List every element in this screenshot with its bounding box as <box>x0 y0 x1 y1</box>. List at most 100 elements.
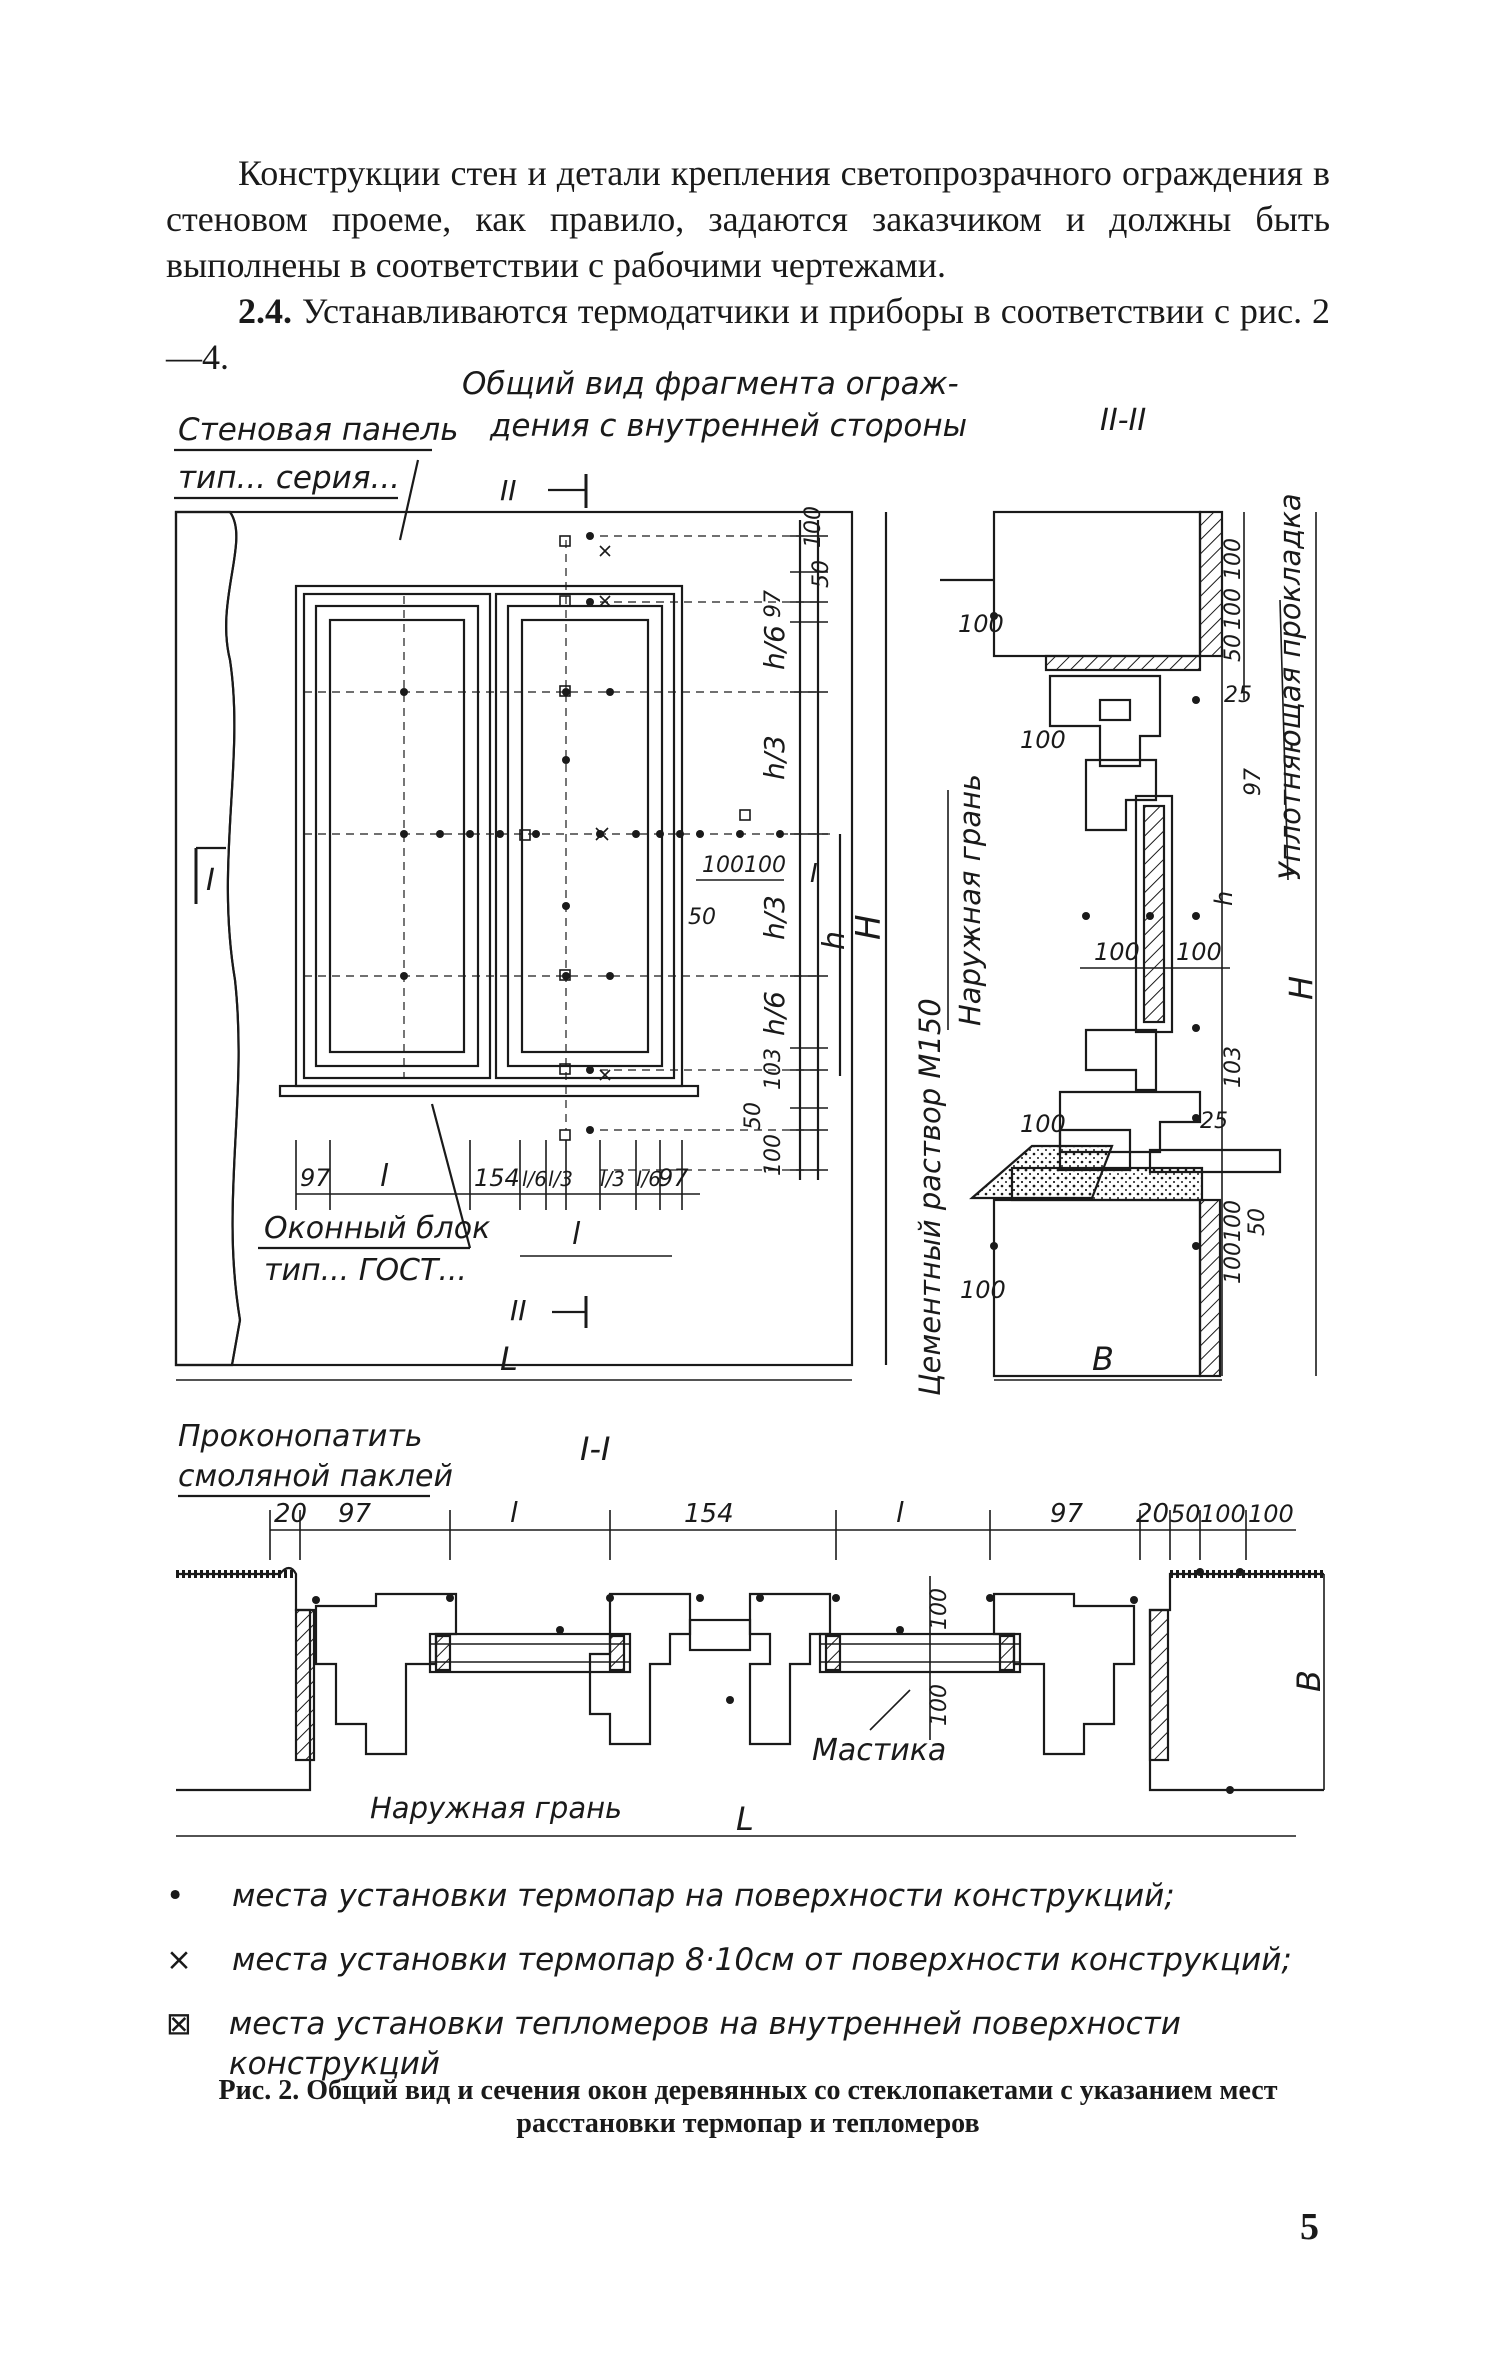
caulk-label-line1: Проконопатить <box>178 1419 423 1454</box>
dim-L-top: L <box>500 1340 518 1378</box>
dim-100-b: 100 <box>744 853 786 878</box>
wall-panel-label: Стеновая панель <box>178 412 458 448</box>
window-block-label-2: тип... ГОСТ... <box>264 1253 467 1288</box>
dim-l-left: l <box>380 1159 389 1194</box>
i-dim-l-right: l <box>896 1496 904 1529</box>
paragraph-1: Конструкции стен и детали крепления свет… <box>166 153 1330 285</box>
ii-dim-100-h: 100 <box>1221 588 1246 630</box>
dim-H: H <box>849 914 889 940</box>
i-dim-l-left: l <box>510 1496 518 1529</box>
dim-97-left: 97 <box>300 1164 331 1192</box>
body-text: Конструкции стен и детали крепления свет… <box>166 150 1330 380</box>
mortar-label: Цементный раствор М150 <box>913 998 947 1396</box>
legend-item: × места установки термопар 8·10см от пов… <box>166 1940 1346 1980</box>
legend-item: • места установки термопар на поверхност… <box>166 1876 1346 1916</box>
ii-dim-100-a: 100 <box>958 610 1004 638</box>
dim-l3-left: l/3 <box>548 1167 573 1191</box>
ii-dim-100-c: 100 <box>1094 938 1140 966</box>
i-dim-100-d: 100 <box>927 1684 952 1726</box>
dim-h: h <box>817 931 852 950</box>
i-dim-20-left: 20 <box>274 1499 307 1529</box>
legend-symbol: • <box>166 1878 185 1914</box>
ii-dim-97: 97 <box>1241 768 1266 796</box>
i-dim-L: L <box>736 1800 754 1838</box>
wall-panel-label-2: тип... серия... <box>178 460 400 496</box>
legend-symbol: × <box>166 1942 192 1978</box>
dim-97-right: 97 <box>658 1164 689 1192</box>
legend-text: места установки термопар 8·10см от повер… <box>232 1942 1292 1978</box>
seal-label: Уплотняющая прокладка <box>1273 493 1307 880</box>
page-number: 5 <box>1300 2206 1319 2248</box>
dim-h3-top: h/3 <box>758 735 791 780</box>
figure-legend: • места установки термопар на поверхност… <box>166 1876 1346 2108</box>
thermocouple-points <box>400 532 784 1134</box>
window-block-label: Оконный блок <box>264 1211 490 1246</box>
heat-flux-meters <box>519 535 751 1141</box>
figure-caption: Рис. 2. Общий вид и сечения окон деревян… <box>218 2075 1278 2139</box>
ii-dim-100-j: 100 <box>1221 1242 1246 1284</box>
ii-dim-H: H <box>1282 976 1320 1000</box>
i-dim-97-left: 97 <box>338 1499 372 1529</box>
section-ii-ii: II-II <box>913 403 1320 1396</box>
dim-l6-left: l/6 <box>522 1167 547 1191</box>
dim-l6-right: l/6 <box>636 1167 661 1191</box>
dim-103-left: 103 <box>761 1048 786 1090</box>
dim-h6-bottom: h/6 <box>758 991 791 1036</box>
legend-text: места установки термопар на поверхности … <box>232 1878 1175 1914</box>
dim-h6-top: h/6 <box>758 625 791 670</box>
mastic-label: Мастика <box>812 1733 946 1768</box>
dim-97-top: 97 <box>761 590 786 618</box>
caulk-label-line2: смоляной паклей <box>178 1459 453 1494</box>
paragraph-2-text: Устанавливаются термодатчики и приборы в… <box>166 291 1330 377</box>
dim-l3-right: l/3 <box>600 1167 625 1191</box>
i-dim-50: 50 <box>1170 1500 1201 1528</box>
ii-dim-100-f: 100 <box>960 1276 1006 1304</box>
dim-50-mid: 50 <box>688 905 716 930</box>
i-dim-100-a: 100 <box>1200 1500 1246 1528</box>
cut-i-right-marker: I <box>810 859 818 889</box>
dim-50-top: 50 <box>809 560 834 588</box>
ii-dim-100-i: 100 <box>1221 1200 1246 1242</box>
i-dim-154: 154 <box>684 1499 734 1529</box>
cut-i-left-marker: I <box>206 863 215 898</box>
ii-dim-25-bottom: 25 <box>1200 1109 1228 1134</box>
dim-h3-bottom: h/3 <box>758 895 791 940</box>
i-dim-B: B <box>1290 1670 1328 1692</box>
section-i-label: I-I <box>580 1430 610 1468</box>
ii-dim-50-b: 50 <box>1245 1208 1270 1236</box>
general-view-title-line1: Общий вид фрагмента ограж- <box>462 366 959 402</box>
ii-dim-B: B <box>1092 1340 1114 1378</box>
i-dim-100-c: 100 <box>927 1588 952 1630</box>
paragraph-2-number: 2.4. <box>238 291 292 331</box>
dim-50-bottom: 50 <box>741 1102 766 1130</box>
ii-dim-100-b: 100 <box>1020 726 1066 754</box>
ii-dim-103: 103 <box>1221 1046 1246 1088</box>
dim-100-bottom: 100 <box>761 1134 786 1176</box>
dim-100-a: 100 <box>702 853 744 878</box>
ii-dim-50-a: 50 <box>1221 634 1246 662</box>
general-view-title-line2: дения с внутренней стороны <box>489 408 967 444</box>
i-dim-100-b: 100 <box>1248 1500 1294 1528</box>
ii-dim-h: h <box>1210 891 1238 906</box>
section-i-i: Проконопатить смоляной паклей I-I 20 97 … <box>176 1419 1328 1838</box>
section-ii-label: II-II <box>1100 403 1146 438</box>
dim-l-mid: l <box>572 1217 581 1252</box>
cut-ii-bottom-marker: II <box>510 1294 527 1327</box>
legend-item: ⊠ места установки тепломеров на внутренн… <box>166 2004 1346 2084</box>
ii-dim-100-g: 100 <box>1221 538 1246 580</box>
ii-dim-100-e: 100 <box>1020 1110 1066 1138</box>
general-view: Общий вид фрагмента ограж- дения с внутр… <box>174 366 967 1381</box>
cut-ii-top-marker: II <box>500 474 517 507</box>
legend-text: места установки тепломеров на внутренней… <box>228 2006 1181 2082</box>
dim-154: 154 <box>474 1164 520 1192</box>
bottom-outer-face-label: Наружная грань <box>370 1791 622 1825</box>
outer-face-label: Наружная грань <box>953 774 987 1026</box>
paragraph-2: 2.4. Устанавливаются термодатчики и приб… <box>166 288 1330 380</box>
dim-100-top: 100 <box>801 506 826 548</box>
ii-dim-25-top: 25 <box>1224 683 1252 708</box>
i-dim-20-right: 20 <box>1136 1499 1169 1529</box>
legend-symbol: ⊠ <box>166 2006 192 2042</box>
i-dim-97-right: 97 <box>1050 1499 1084 1529</box>
